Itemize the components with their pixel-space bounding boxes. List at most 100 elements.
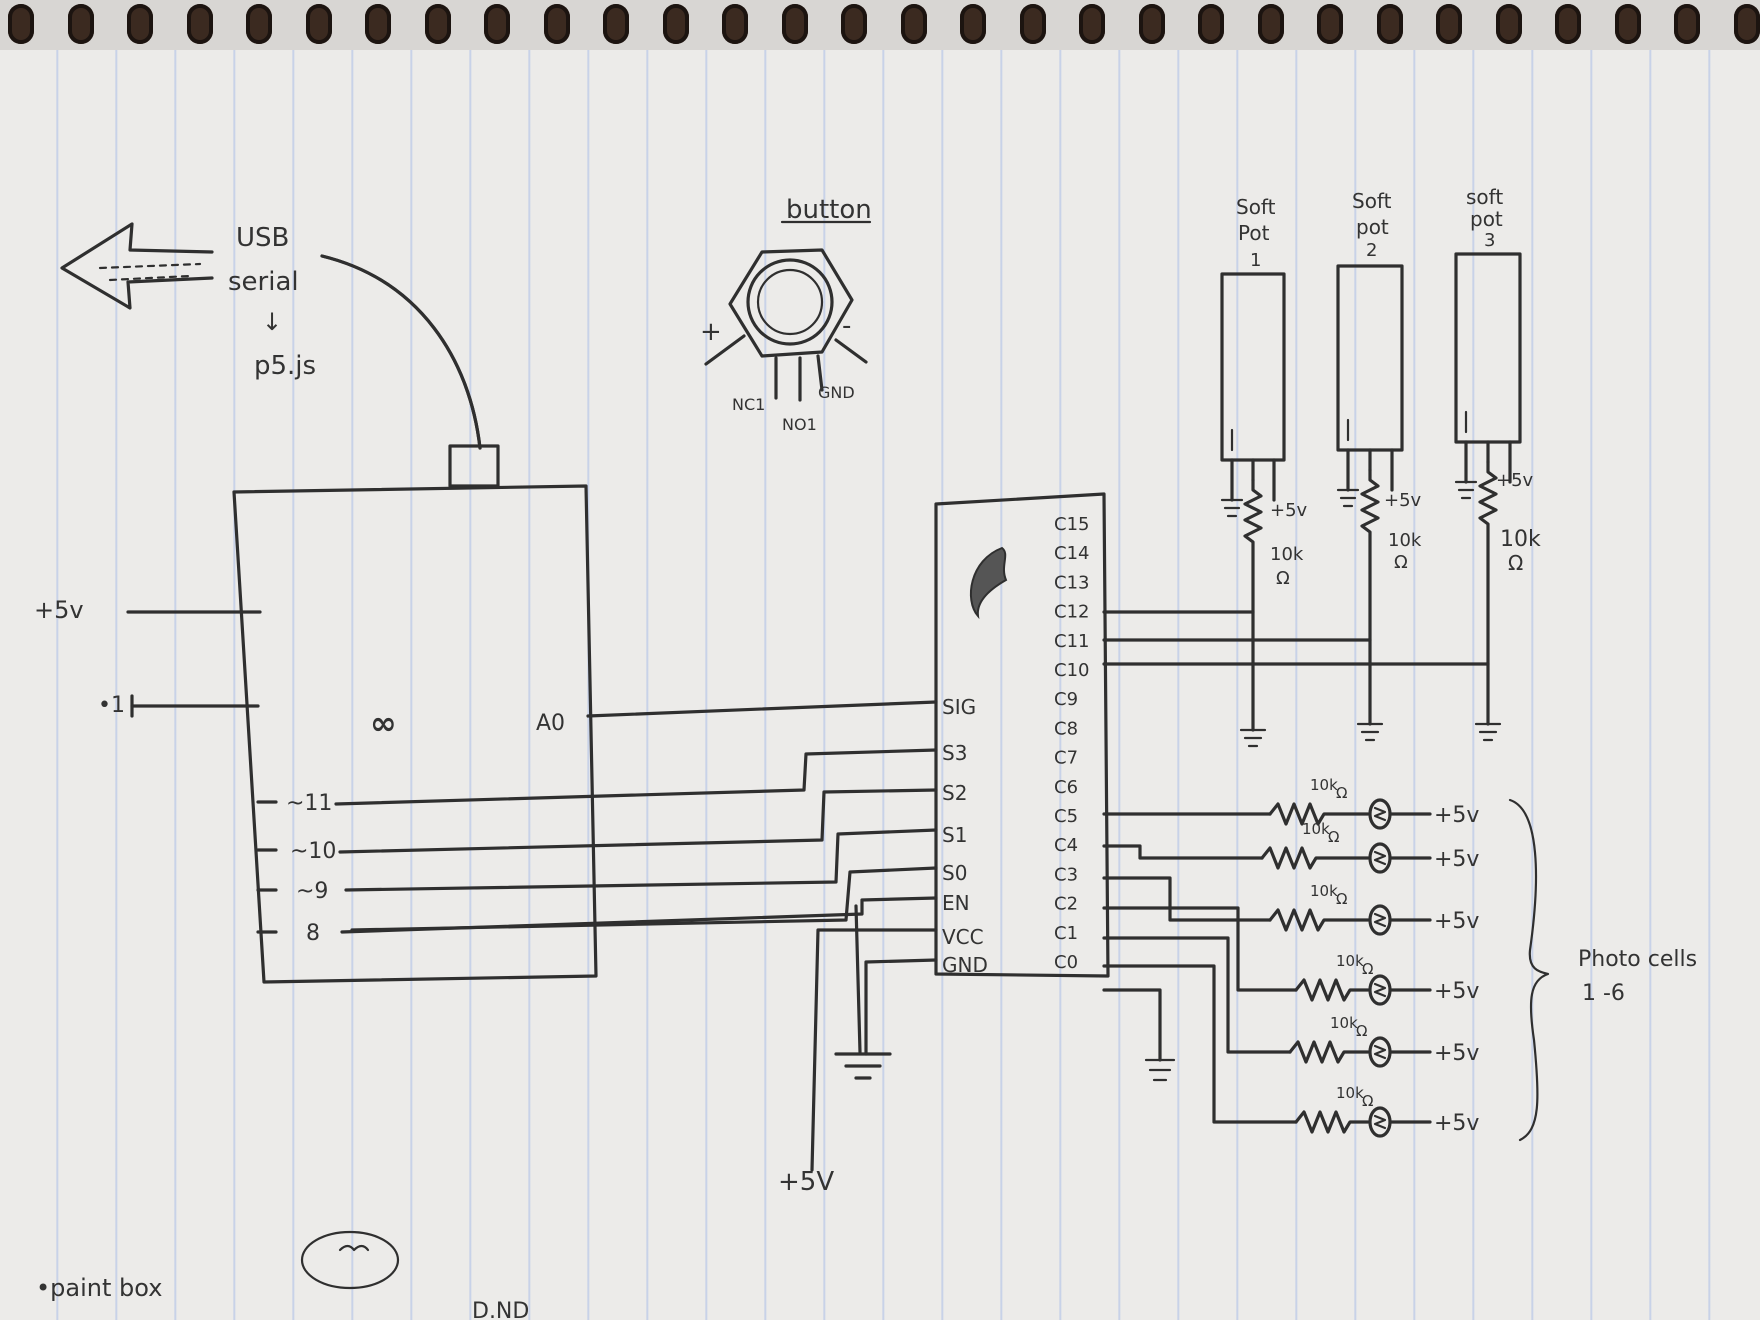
mux-pin-label: VCC	[942, 925, 984, 949]
photocell-wire	[1102, 876, 1272, 922]
button-minus: -	[842, 311, 851, 341]
mux-pin-label: C4	[1054, 835, 1078, 856]
ground-icon	[1356, 722, 1384, 742]
ground-icon	[1474, 722, 1502, 742]
softpot-ohm: Ω	[1276, 568, 1290, 589]
mux-pin-label: S2	[942, 781, 967, 805]
photocell-resistor: 10k	[1336, 1084, 1364, 1102]
binding-hole	[1733, 4, 1760, 44]
softpot-label: Soft	[1236, 195, 1276, 219]
arduino-a0-label: A0	[536, 711, 565, 736]
button-title: button	[786, 195, 872, 225]
binding-hole	[127, 4, 153, 44]
softpot-1	[1102, 272, 1286, 748]
mux-pin-label: C7	[1054, 748, 1078, 769]
binding-hole	[781, 4, 808, 44]
button-plus: +	[700, 317, 722, 347]
mux-pin-label: C2	[1054, 894, 1078, 915]
usb-cable	[320, 254, 500, 488]
mux-pin-label: SIG	[942, 695, 976, 719]
ground-icon	[1454, 480, 1478, 500]
button-no-label: NO1	[782, 415, 817, 434]
arduino-pin-label: ~10	[290, 839, 336, 864]
softpot-label: Soft	[1352, 189, 1392, 213]
photocell-resistor: 10k	[1310, 776, 1338, 794]
softpot-supply: +5v	[1384, 490, 1422, 511]
binding-hole	[662, 4, 689, 44]
resistor-icon	[1268, 802, 1370, 826]
photocell-wire	[1102, 936, 1292, 1054]
binding-hole	[1614, 4, 1641, 44]
binding-hole	[1257, 4, 1284, 44]
mux-pin-label: C0	[1054, 952, 1078, 973]
ground-icon	[1220, 498, 1244, 518]
vcc-5v-label: +5V	[778, 1167, 834, 1197]
arduino-board	[232, 484, 598, 984]
down-arrow-icon: ↓	[262, 308, 282, 336]
softpot-label: pot	[1470, 207, 1503, 231]
softpot-label: 3	[1484, 230, 1495, 251]
softpot-labels: Soft Pot 1 Soft pot 2 soft pot 3 +5v +5v…	[1236, 185, 1541, 589]
button-gnd-label: GND	[818, 383, 855, 402]
softpot-resistor: 10k	[1388, 530, 1422, 551]
softpot-supply: +5v	[1270, 500, 1308, 521]
resistor-icon	[1294, 978, 1370, 1002]
photocell-resistor: 10k	[1336, 952, 1364, 970]
arduino-pin1-label: •1	[98, 693, 125, 718]
photocell-resistor: 10k	[1330, 1014, 1358, 1032]
binding-hole	[1376, 4, 1403, 44]
mux-pin-label: C3	[1054, 864, 1078, 885]
softpot-supply: +5v	[1496, 470, 1534, 491]
mux-pin-label: C9	[1054, 689, 1078, 710]
photocell-ohm: Ω	[1336, 784, 1347, 802]
binding-hole	[484, 4, 510, 44]
binding-hole	[67, 4, 94, 44]
binding-hole	[543, 4, 570, 44]
mux-pin-label: GND	[942, 953, 988, 977]
control-wires	[334, 700, 938, 1172]
binding-hole	[900, 4, 927, 44]
resistor-icon	[1268, 908, 1370, 932]
binding-hole	[841, 4, 867, 44]
arduino-logo-icon: ∞	[370, 704, 397, 742]
softpot-ohm: Ω	[1508, 551, 1523, 575]
mux-pin-label: S0	[942, 861, 967, 885]
mux-pin-label: C5	[1054, 806, 1078, 827]
mux-pin-label: C11	[1054, 631, 1089, 652]
arduino-pin-stubs	[256, 800, 278, 934]
softpot-resistor: 10k	[1500, 527, 1541, 552]
mux-pin-label: C14	[1054, 543, 1089, 564]
resistor-icon	[1478, 460, 1498, 726]
mux-pin-label: C10	[1054, 660, 1089, 681]
photocell-supply: +5v	[1434, 847, 1479, 872]
button-nc-label: NC1	[732, 395, 765, 414]
binding-hole	[1436, 4, 1462, 44]
binding-hole	[1317, 4, 1343, 44]
binding-hole	[1674, 4, 1700, 44]
softpot-label: 2	[1366, 240, 1377, 261]
photocell-resistor: 10k	[1310, 882, 1338, 900]
paint-box-note: •paint box	[36, 1274, 162, 1302]
ground-icon	[1239, 728, 1267, 748]
mux-pin-label: C12	[1054, 602, 1089, 623]
binding-hole	[186, 4, 213, 44]
arduino-pin-label: ~9	[296, 879, 328, 904]
photocell-wire	[1102, 844, 1264, 860]
soft-pots	[1102, 252, 1522, 748]
binding-hole	[246, 4, 272, 44]
usb-label: USB	[236, 223, 289, 253]
binding-hole	[1138, 4, 1165, 44]
ground-icon	[1144, 1058, 1176, 1082]
mux-pin-label: S3	[942, 741, 967, 765]
resistor-icon	[1294, 1110, 1370, 1134]
photocells-range: 1 -6	[1582, 981, 1625, 1006]
usb-arrow-icon	[60, 222, 214, 310]
multiplexer-chip	[934, 492, 1110, 978]
softpot-3	[1102, 252, 1522, 742]
